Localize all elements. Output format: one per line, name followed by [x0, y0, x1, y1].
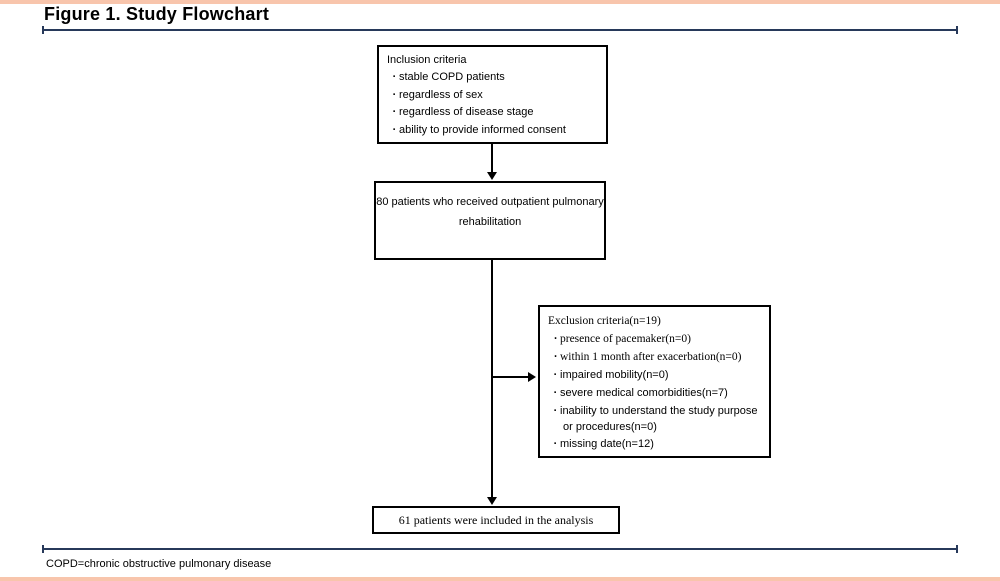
inclusion-item: ·regardless of disease stage [387, 104, 598, 122]
connector-line-down [491, 144, 493, 173]
figure-title: Figure 1. Study Flowchart [44, 4, 270, 24]
exclusion-item-text: inability to understand the study purpos… [560, 405, 758, 417]
cohort-box: 80 patients who received outpatient pulm… [374, 181, 606, 260]
exclusion-item: ·presence of pacemaker(n=0) [548, 330, 761, 348]
top-horizontal-rule [42, 26, 958, 34]
bottom-horizontal-rule [42, 545, 958, 553]
top-accent-bar [0, 0, 1000, 4]
rule-line [42, 29, 958, 31]
exclusion-item: ·impaired mobility(n=0) [548, 366, 761, 384]
exclusion-item: ·within 1 month after exacerbation(n=0) [548, 348, 761, 366]
exclusion-item-continuation: or procedures(n=0) [563, 421, 657, 433]
abbreviation-footnote: COPD=chronic obstructive pulmonary disea… [46, 558, 272, 570]
exclusion-item: ·missing date(n=12) [548, 435, 761, 453]
rule-line [42, 548, 958, 550]
inclusion-heading: Inclusion criteria [387, 54, 467, 66]
bullet-dot: · [553, 351, 558, 363]
arrowhead-down-icon [487, 172, 497, 180]
bullet-dot: · [392, 106, 397, 118]
bullet-dot: · [553, 333, 558, 345]
bullet-dot: · [392, 71, 397, 83]
connector-line-down [491, 260, 493, 498]
bullet-dot: · [553, 438, 558, 450]
bullet-dot: · [392, 88, 397, 101]
inclusion-criteria-box: Inclusion criteria ·stable COPD patients… [377, 45, 608, 144]
exclusion-item-text: presence of pacemaker(n=0) [560, 333, 691, 345]
rule-endcap-right [956, 26, 958, 34]
connector-branch-line [492, 376, 528, 378]
inclusion-item: ·ability to provide informed consent [387, 122, 598, 140]
cohort-line-1: 80 patients who received outpatient pulm… [376, 196, 604, 208]
inclusion-item: ·stable COPD patients [387, 69, 598, 87]
bullet-dot: · [553, 405, 558, 417]
exclusion-item-text: impaired mobility(n=0) [560, 369, 669, 381]
inclusion-item-text: regardless of disease stage [399, 106, 534, 118]
cohort-line-2: rehabilitation [458, 216, 522, 228]
bottom-accent-bar [0, 577, 1000, 581]
arrowhead-right-icon [528, 372, 536, 382]
exclusion-criteria-box: Exclusion criteria(n=19) ·presence of pa… [538, 305, 771, 458]
bullet-dot: · [553, 369, 558, 381]
bullet-dot: · [392, 123, 397, 136]
exclusion-item: ·severe medical comorbidities(n=7) [548, 384, 761, 402]
arrowhead-down-icon [487, 497, 497, 505]
exclusion-item-text: severe medical comorbidities(n=7) [560, 387, 728, 399]
exclusion-item-text: within 1 month after exacerbation(n=0) [560, 351, 742, 363]
inclusion-item-text: ability to provide informed consent [399, 123, 566, 136]
exclusion-item-text: missing date(n=12) [560, 438, 654, 450]
exclusion-heading: Exclusion criteria(n=19) [548, 315, 661, 327]
analysis-box: 61 patients were included in the analysi… [372, 506, 620, 534]
inclusion-item-text: regardless of sex [399, 88, 483, 101]
inclusion-item-text: stable COPD patients [399, 71, 505, 83]
exclusion-item: ·inability to understand the study purpo… [548, 402, 761, 420]
inclusion-item: ·regardless of sex [387, 87, 598, 105]
analysis-text: 61 patients were included in the analysi… [398, 513, 594, 527]
bullet-dot: · [553, 387, 558, 399]
rule-endcap-right [956, 545, 958, 553]
